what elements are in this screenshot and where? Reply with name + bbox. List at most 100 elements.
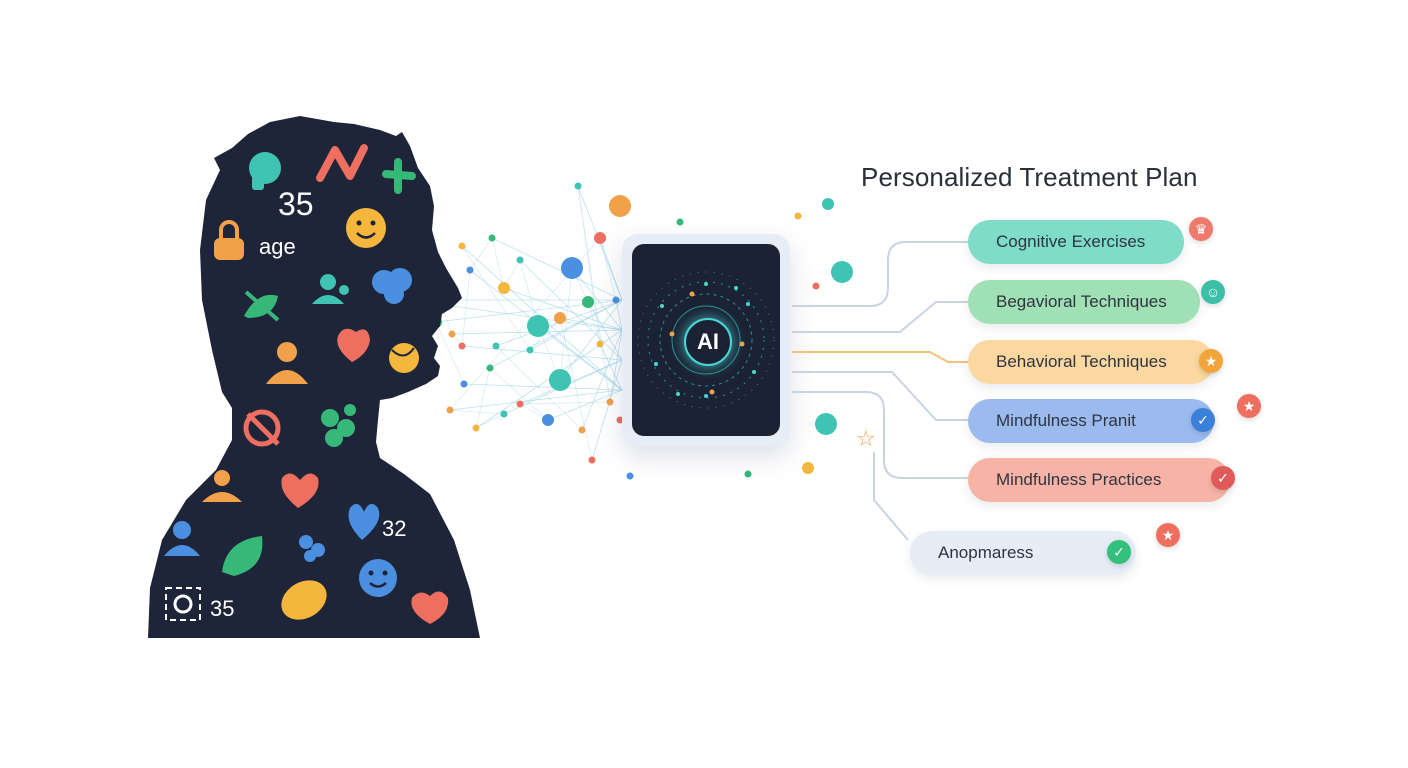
bottom-value: 35 (210, 596, 235, 621)
check-icon: ✓ (1191, 408, 1215, 432)
network-link (519, 401, 611, 405)
heart-organ-icon (411, 591, 449, 624)
plan-item-cognitive-exercises: Cognitive Exercises (968, 220, 1184, 264)
network-node (446, 406, 454, 414)
network-link (475, 413, 505, 429)
network-node (500, 410, 508, 418)
plan-item-label: Begavioral Techniques (996, 292, 1167, 311)
ai-core: AI (684, 318, 732, 366)
network-node (612, 296, 620, 304)
star-badge-icon: ★ (1237, 394, 1261, 418)
network-link (559, 317, 593, 461)
network-node (554, 312, 566, 324)
network-link (599, 237, 623, 301)
heart-icon (337, 328, 370, 362)
network-link (519, 259, 623, 361)
network-node (458, 242, 466, 250)
plus-icon (382, 158, 416, 194)
network-link (449, 389, 623, 411)
network-link (599, 237, 617, 301)
tangle-icon (321, 404, 356, 447)
plan-item-anopmaress: Anopmaress (910, 531, 1136, 575)
network-link (475, 367, 491, 429)
leaf-slash-icon (244, 290, 280, 322)
heart-half-icon (281, 473, 319, 508)
zigzag-icon (316, 144, 368, 182)
network-link (581, 329, 623, 431)
network-node (596, 340, 604, 348)
network-node (488, 234, 496, 242)
network-node (676, 218, 684, 226)
smiley-icon (346, 208, 386, 248)
network-bubble-icon (815, 413, 837, 435)
network-link (461, 345, 623, 361)
network-link (529, 299, 623, 351)
plan-item-behavioral-techniques: Behavioral Techniques (968, 340, 1214, 384)
lock-icon (214, 220, 244, 260)
plan-item-label: Mindfulness Practices (996, 470, 1162, 489)
plan-title: Personalized Treatment Plan (861, 162, 1198, 192)
plan-item-label: Mindfulness Pranit (996, 411, 1136, 430)
network-link (519, 259, 539, 327)
network-link (591, 359, 623, 461)
network-link (615, 299, 623, 331)
network-bubble-icon (549, 369, 571, 391)
network-link (547, 389, 623, 421)
person-icon: ☺ (1201, 280, 1225, 304)
face-icon (359, 559, 397, 597)
network-node (812, 282, 820, 290)
network-node (616, 416, 624, 424)
outline-star-icon: ☆ (856, 426, 876, 451)
check-icon: ✓ (1107, 540, 1131, 564)
plan-item-label: Behavioral Techniques (996, 352, 1167, 371)
network-link (577, 185, 611, 403)
network-link (587, 301, 601, 345)
network-link (449, 409, 505, 415)
network-node (516, 400, 524, 408)
check-icon: ✓ (1211, 466, 1235, 490)
user-icon (164, 521, 200, 556)
network-node (578, 426, 586, 434)
network-bubble-icon (831, 261, 853, 283)
slash-circle-icon (243, 409, 281, 447)
network-link (461, 245, 531, 351)
network-node (744, 470, 752, 478)
network-node (460, 380, 468, 388)
ai-processor: AI (622, 234, 790, 446)
badge-value: 32 (382, 516, 407, 541)
network-node (486, 364, 494, 372)
age-value: 35 (278, 186, 314, 222)
network-node (794, 212, 802, 220)
network-link (495, 345, 583, 431)
network-node (542, 414, 554, 426)
heart-drop-icon (348, 503, 380, 540)
network-link (469, 237, 493, 271)
frame-icon (165, 587, 201, 621)
network-bubble-icon (609, 195, 631, 217)
network-node (466, 266, 474, 274)
plan-item-label: Cognitive Exercises (996, 232, 1146, 251)
network-node (822, 198, 834, 210)
network-node (606, 398, 614, 406)
crown-icon: ♛ (1189, 217, 1213, 241)
network-link (463, 383, 623, 391)
ai-screen: AI (632, 244, 780, 436)
brain-icon (372, 268, 412, 304)
network-link (587, 301, 623, 361)
network-node (498, 282, 510, 294)
network-link (599, 343, 623, 391)
network-link (559, 267, 573, 381)
network-node (448, 330, 456, 338)
puzzle-icon (249, 152, 281, 190)
network-bubble-icon (561, 257, 583, 279)
network-node (516, 256, 524, 264)
network-node (574, 182, 582, 190)
circuit-pattern (637, 271, 775, 409)
plan-item-mindfulness-pranit: Mindfulness Pranit (968, 399, 1214, 443)
network-link (559, 299, 623, 381)
plan-item-mindfulness-practices: Mindfulness Practices (968, 458, 1230, 502)
plan-item-label: Anopmaress (938, 543, 1034, 562)
